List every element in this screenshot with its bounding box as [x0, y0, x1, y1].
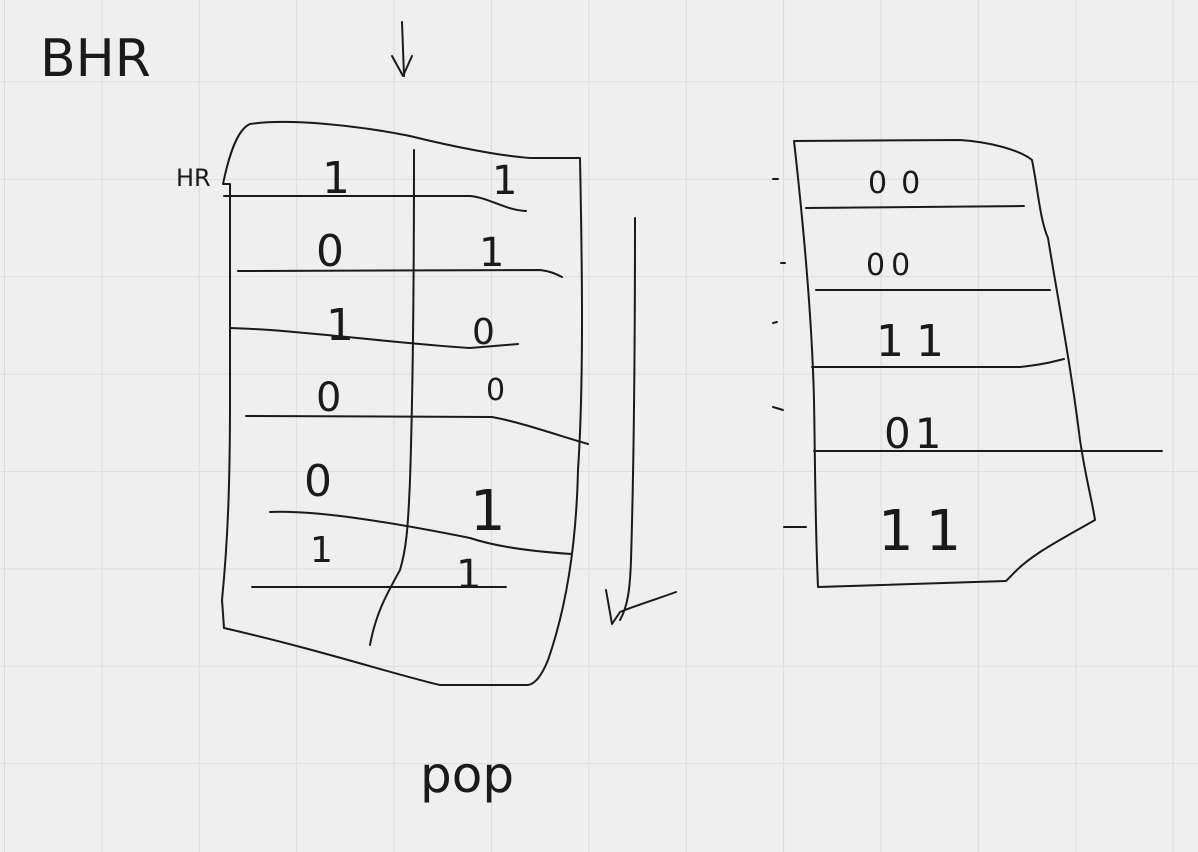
stack-cell: 1 — [492, 158, 517, 204]
stack-row-lines — [223, 195, 589, 588]
pop-direction-arrow — [605, 217, 677, 625]
stack-cell: 1 — [470, 479, 506, 544]
stack-outline — [221, 120, 583, 686]
table-row-lines — [805, 205, 1163, 452]
stack-center-divider — [369, 149, 415, 646]
table-cell: 00 — [868, 166, 934, 201]
hr-label: HR — [176, 164, 211, 192]
stack-cell: 0 — [304, 456, 332, 507]
push-down-arrow — [391, 21, 413, 77]
stack-cell: 1 — [322, 153, 350, 204]
pop-label: pop — [420, 746, 514, 804]
stack-cell: 0 — [472, 312, 495, 353]
title-label: BHR — [40, 29, 151, 89]
stack-cell: 0 — [316, 375, 341, 421]
stack-cell: 1 — [479, 230, 504, 276]
stack-cell: 1 — [326, 300, 354, 351]
table-index-ticks — [772, 178, 807, 528]
table-cells: 00 00 11 01 11 — [866, 166, 973, 564]
stack-cell: 1 — [310, 530, 333, 571]
table-cell: 11 — [876, 316, 956, 367]
stack-cell: 0 — [316, 226, 344, 277]
table-outline — [793, 139, 1096, 588]
table-cell: 01 — [884, 409, 945, 458]
stack-cell: 1 — [456, 552, 481, 598]
stack-cells: 1 1 0 1 1 0 0 0 0 1 1 1 — [304, 153, 517, 598]
stack-cell: 0 — [486, 373, 505, 408]
table-cell: 11 — [878, 499, 973, 564]
table-cell: 00 — [866, 248, 916, 283]
